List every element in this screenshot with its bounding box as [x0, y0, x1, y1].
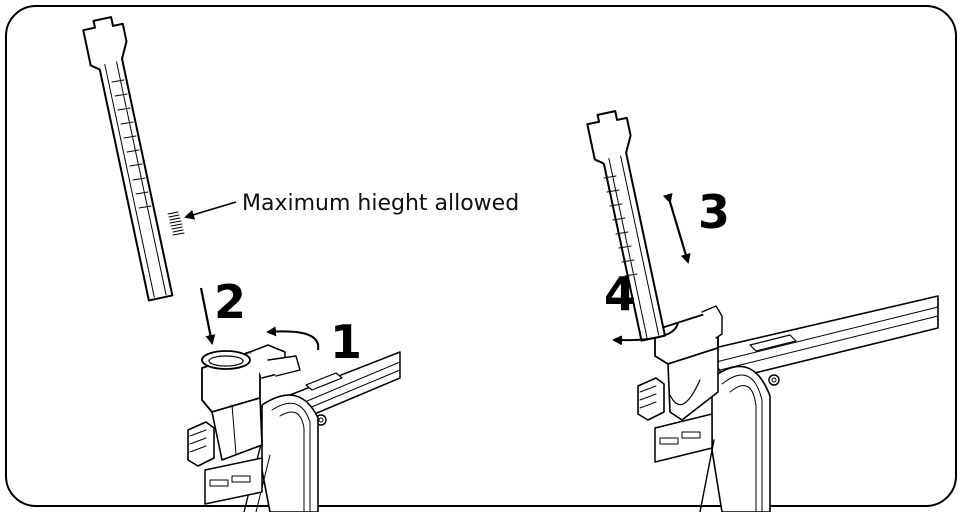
step-4-arrow — [612, 321, 679, 346]
callout-leader-arrow — [184, 201, 237, 220]
right-seat-post — [586, 110, 666, 342]
left-seat-clamp — [187, 344, 301, 505]
right-illustration — [586, 110, 939, 512]
right-post-ruler — [603, 175, 638, 277]
max-height-marker — [167, 211, 185, 236]
right-seat-clamp — [637, 305, 723, 463]
step-3-label: 3 — [698, 185, 730, 239]
step-1-label: 1 — [330, 315, 362, 369]
diagram-frame — [5, 5, 957, 507]
left-seat-post — [82, 16, 174, 302]
step-3-arrow — [662, 192, 691, 264]
step-4-label: 4 — [604, 267, 636, 321]
step-2-arrow — [199, 287, 216, 345]
step-1-arrow — [266, 326, 320, 351]
max-height-callout: Maximum hieght allowed — [242, 191, 519, 216]
right-frame-post — [699, 365, 771, 512]
right-frame-crossbar — [705, 295, 939, 386]
step-2-label: 2 — [214, 275, 246, 329]
left-illustration — [82, 16, 401, 512]
left-post-ruler — [111, 79, 152, 209]
